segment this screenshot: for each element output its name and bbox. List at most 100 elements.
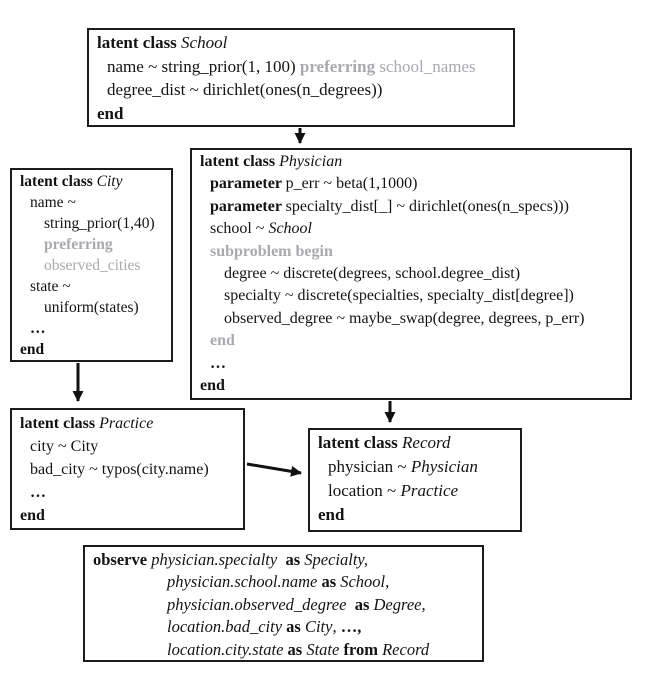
code-segment: latent class	[318, 433, 403, 452]
code-segment: State	[306, 639, 344, 659]
code-line: state ~	[20, 276, 163, 297]
code-line: end	[318, 503, 512, 527]
code-line: latent class Physician	[200, 151, 622, 173]
code-line: end	[200, 330, 622, 352]
code-segment: end	[97, 103, 124, 123]
code-line: parameter specialty_dist[_] ~ dirichlet(…	[200, 196, 622, 218]
arrow-practice-to-record	[246, 462, 302, 477]
code-segment: specialty ~ discrete(specialties, specia…	[224, 287, 574, 305]
code-segment: physician.school.name	[167, 572, 322, 592]
code-segment: …,	[340, 617, 362, 637]
code-segment: location ~	[328, 481, 401, 500]
code-segment: latent class	[20, 415, 100, 432]
code-segment: latent class	[97, 33, 182, 52]
code-segment: Record	[382, 639, 430, 659]
code-line: preferring	[20, 234, 163, 255]
code-segment: end	[318, 505, 345, 524]
code-segment: uniform(states)	[44, 299, 139, 316]
code-segment: Practice	[400, 481, 459, 500]
code-segment: bad_city ~ typos(city.name)	[30, 461, 209, 478]
code-line: city ~ City	[20, 435, 235, 458]
code-segment: school ~	[210, 220, 269, 238]
code-segment: string_prior(1,40)	[44, 215, 155, 232]
code-segment: city ~ City	[30, 438, 99, 455]
code-line: location.city.state as State from Record	[93, 639, 474, 661]
code-segment: as	[281, 550, 305, 569]
box-observe-statement: observe physician.specialty as Specialty…	[83, 545, 484, 662]
code-line: subproblem begin	[200, 241, 622, 263]
code-segment: latent class	[200, 153, 280, 170]
code-line: latent class Practice	[20, 412, 235, 435]
code-segment: school_names	[379, 56, 476, 76]
code-line: observed_degree ~ maybe_swap(degree, deg…	[200, 308, 622, 330]
code-segment: physician.observed_degree	[167, 594, 351, 614]
code-line: uniform(states)	[20, 297, 163, 318]
code-segment: as	[350, 594, 374, 614]
code-segment: City	[304, 617, 333, 637]
code-segment: School	[181, 33, 228, 52]
code-line: end	[200, 375, 622, 397]
code-segment: from	[343, 639, 383, 659]
code-segment: degree ~ discrete(degrees, school.degree…	[224, 265, 521, 283]
code-line: end	[97, 102, 505, 126]
code-line: name ~	[20, 192, 163, 213]
code-segment: Degree,	[373, 594, 426, 614]
code-segment: location.bad_city	[167, 617, 287, 637]
code-line: location.bad_city as City, …,	[93, 616, 474, 638]
code-segment: observe	[93, 550, 152, 569]
code-segment: as	[321, 572, 341, 592]
code-segment: end	[20, 341, 45, 358]
code-segment: Physician	[410, 457, 478, 476]
code-segment: latent class	[20, 173, 97, 190]
code-line: location ~ Practice	[318, 479, 512, 503]
code-segment: Physician	[279, 153, 343, 170]
code-line: physician.school.name as School,	[93, 571, 474, 593]
code-segment: physician.specialty	[151, 550, 282, 569]
box-latent-class-city: latent class City name ~ string_prior(1,40…	[10, 168, 173, 362]
code-segment: ,	[332, 617, 341, 637]
code-segment: parameter	[210, 197, 286, 215]
code-segment: School	[340, 572, 386, 592]
code-segment: subproblem begin	[210, 242, 333, 260]
code-line: degree_dist ~ dirichlet(ones(n_degrees))	[97, 78, 505, 102]
code-segment: preferring	[299, 56, 380, 76]
code-segment: end	[210, 332, 235, 350]
code-line: physician ~ Physician	[318, 455, 512, 479]
code-segment: ,	[385, 572, 390, 592]
code-line: specialty ~ discrete(specialties, specia…	[200, 285, 622, 307]
code-line: latent class Record	[318, 431, 512, 455]
code-line: physician.observed_degree as Degree,	[93, 594, 474, 616]
code-segment: state ~	[30, 278, 71, 295]
code-line: end	[20, 339, 163, 360]
code-line: parameter p_err ~ beta(1,1000)	[200, 173, 622, 195]
code-line: latent class School	[97, 31, 505, 55]
code-line: latent class City	[20, 171, 163, 192]
code-segment: name ~	[30, 194, 76, 211]
code-segment: physician ~	[328, 457, 411, 476]
code-line: school ~ School	[200, 218, 622, 240]
code-line: observe physician.specialty as Specialty…	[93, 549, 474, 571]
code-segment: …	[30, 484, 46, 501]
code-segment: degree_dist ~ dirichlet(ones(n_degrees))	[107, 80, 383, 99]
code-segment: as	[286, 617, 305, 637]
code-segment: name ~ string_prior(1, 100)	[107, 56, 300, 76]
code-line: …	[20, 318, 163, 339]
code-line: name ~ string_prior(1, 100) preferring s…	[97, 55, 505, 79]
code-line: bad_city ~ typos(city.name)	[20, 458, 235, 481]
code-line: end	[20, 504, 235, 527]
code-segment: School	[268, 220, 312, 238]
code-line: degree ~ discrete(degrees, school.degree…	[200, 263, 622, 285]
code-segment: specialty_dist[_] ~ dirichlet(ones(n_spe…	[285, 197, 569, 215]
code-line: …	[200, 353, 622, 375]
code-segment: location.city.state	[167, 639, 288, 659]
code-segment: end	[20, 507, 45, 524]
code-line: string_prior(1,40)	[20, 213, 163, 234]
code-line: observed_cities	[20, 255, 163, 276]
code-line: …	[20, 481, 235, 504]
code-segment: Record	[402, 433, 451, 452]
code-segment: Practice	[99, 415, 154, 432]
